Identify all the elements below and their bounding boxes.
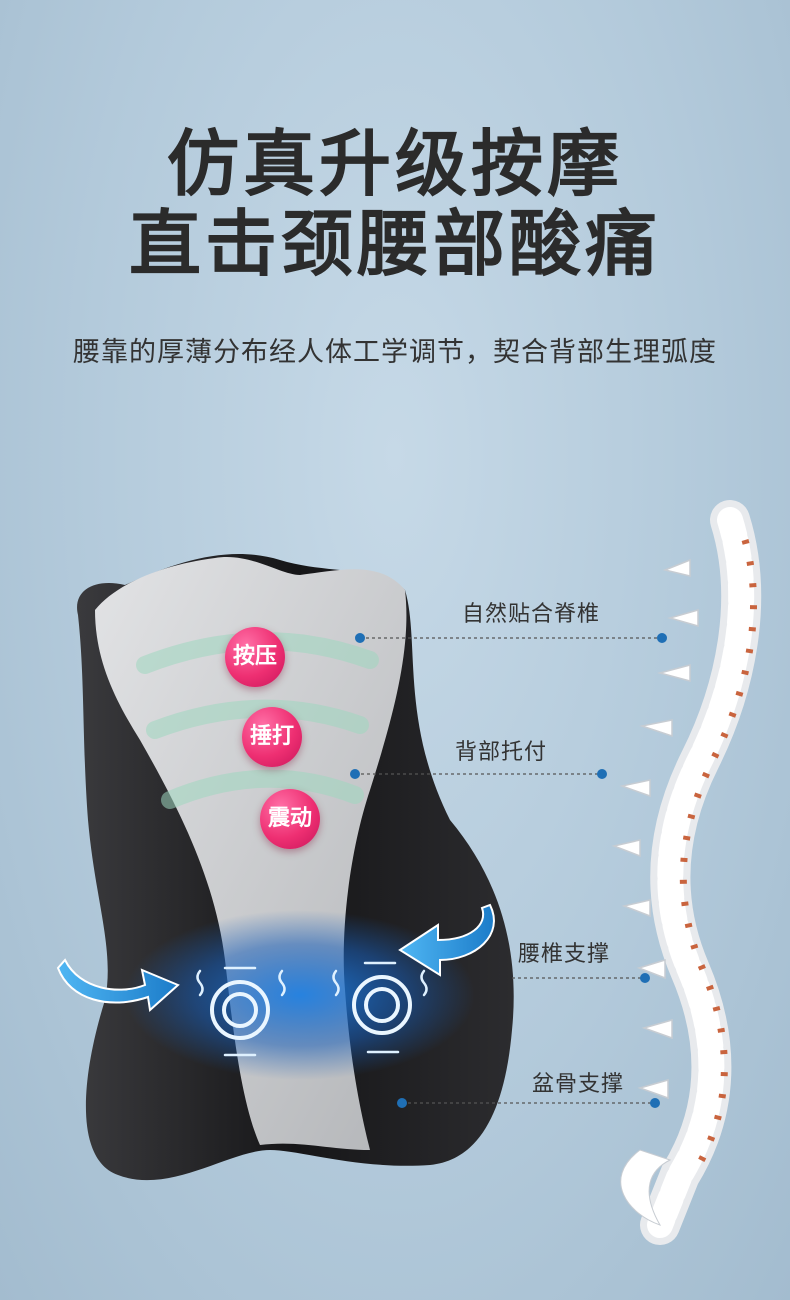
massage-head-left bbox=[210, 980, 270, 1040]
arrow-right-icon bbox=[398, 903, 495, 977]
badge-tap: 捶打 bbox=[242, 707, 302, 767]
callout-dot bbox=[355, 633, 365, 643]
massage-head-right bbox=[352, 975, 412, 1035]
headline-line-1: 仿真升级按摩 bbox=[166, 122, 623, 206]
callout-dot bbox=[397, 1098, 407, 1108]
headline-line-2: 直击颈腰部酸痛 bbox=[128, 202, 661, 286]
callout-dot bbox=[650, 1098, 660, 1108]
subtitle: 腰靠的厚薄分布经人体工学调节，契合背部生理弧度 bbox=[73, 337, 717, 368]
badge-vibrate: 震动 bbox=[260, 789, 320, 849]
callout-dot bbox=[350, 769, 360, 779]
callout-pelvis-support: 盆骨支撑 bbox=[532, 1072, 625, 1097]
callout-dot bbox=[597, 769, 607, 779]
badge-press: 按压 bbox=[225, 627, 285, 687]
arrow-left-icon bbox=[56, 958, 180, 1012]
callout-spine-fit: 自然贴合脊椎 bbox=[462, 602, 601, 627]
callout-lumbar-support: 腰椎支撑 bbox=[518, 942, 611, 967]
spine-illustration bbox=[611, 500, 762, 1245]
callout-dot bbox=[640, 973, 650, 983]
callout-dot bbox=[657, 633, 667, 643]
callout-back-support: 背部托付 bbox=[455, 740, 548, 765]
